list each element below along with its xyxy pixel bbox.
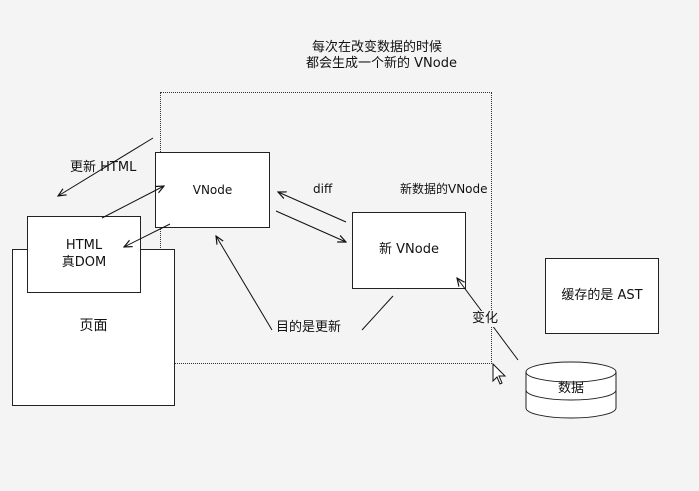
database-cylinder bbox=[525, 361, 617, 419]
cache-ast-label: 缓存的是 AST bbox=[561, 288, 643, 303]
real-dom-label-line2: 真DOM bbox=[61, 255, 107, 270]
vnode-label: VNode bbox=[192, 183, 233, 197]
new-vnode-label: 新 VNode bbox=[379, 242, 439, 257]
page-label: 页面 bbox=[79, 318, 108, 334]
purpose-line-to-new-vnode bbox=[361, 295, 394, 331]
purpose-label: 目的是更新 bbox=[274, 320, 344, 336]
dom-to-vnode-arrow bbox=[101, 186, 164, 219]
cache-ast-box bbox=[545, 258, 659, 334]
new-data-vnode-label: 新数据的VNode bbox=[400, 182, 488, 196]
new-vnode-box bbox=[352, 212, 466, 289]
mouse-pointer-icon bbox=[492, 362, 507, 385]
update-html-arrow bbox=[58, 137, 154, 196]
update-html-label: 更新 HTML bbox=[70, 160, 137, 175]
real-dom-box bbox=[27, 216, 141, 293]
purpose-arrow-to-vnode bbox=[216, 236, 273, 331]
vnode-box bbox=[155, 152, 270, 228]
real-dom-label-line1: HTML bbox=[65, 238, 103, 253]
vnode-to-dom-arrow bbox=[124, 223, 171, 247]
vnode-to-new-vnode-arrow bbox=[275, 210, 346, 242]
vnode-region-dashed-outline bbox=[160, 92, 492, 364]
change-label: 变化 bbox=[470, 311, 501, 327]
diff-label: diff bbox=[313, 182, 333, 196]
note-line-2: 都会生成一个新的 VNode bbox=[306, 56, 457, 71]
new-vnode-to-vnode-arrow bbox=[278, 192, 347, 223]
note-line-1: 每次在改变数据的时候 bbox=[312, 40, 443, 55]
database-label: 数据 bbox=[557, 381, 584, 396]
